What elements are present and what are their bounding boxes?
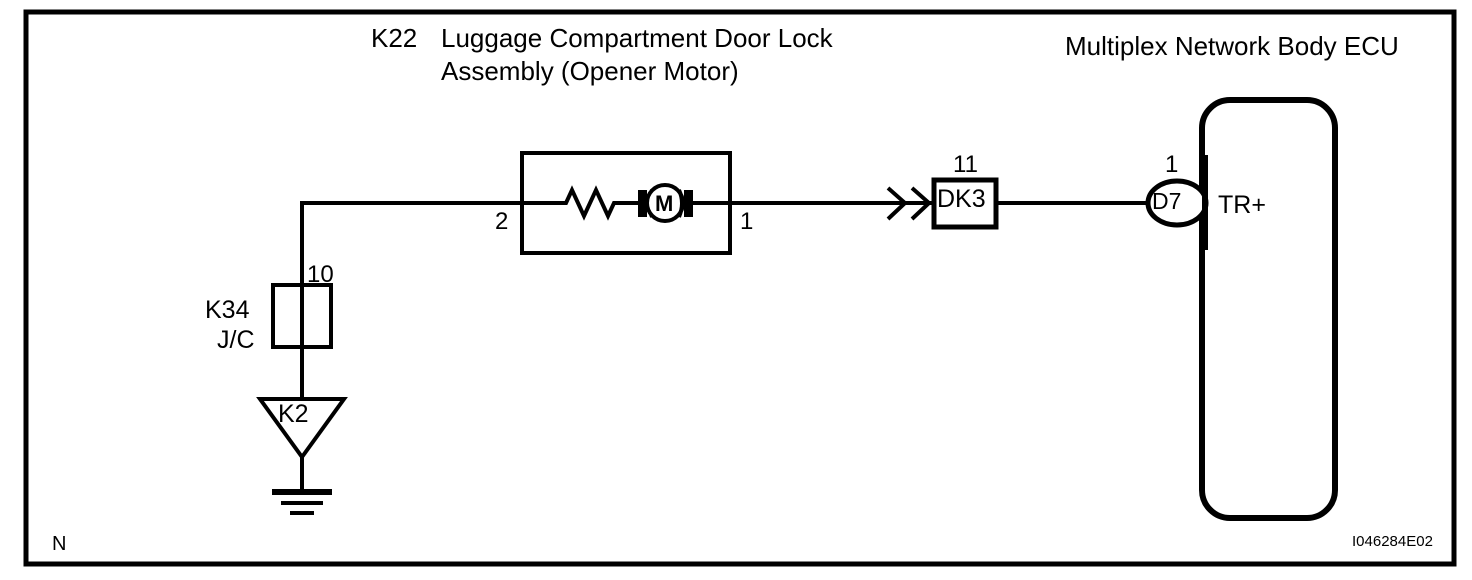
motor-brush-left: [638, 190, 647, 217]
left-component-name-line1: Luggage Compartment Door Lock: [441, 23, 833, 53]
motor-brush-right-curve: [677, 189, 684, 218]
motor-pin-right-number: 1: [740, 208, 754, 235]
dk3-pin-number: 11: [953, 151, 978, 178]
motor-brush-right: [684, 190, 693, 217]
motor-pin-left-number: 2: [495, 208, 509, 235]
diagram-outer-border: [23, 9, 1457, 567]
reference-code: I046284E02: [1352, 533, 1433, 550]
jc-component-type: J/C: [217, 326, 255, 354]
left-component-code: K22: [371, 23, 418, 53]
dk3-connector-label: DK3: [937, 185, 986, 213]
chevron-arrow-1: [886, 186, 908, 221]
jc-component-name: K34: [205, 296, 250, 324]
ground-code-label: K2: [278, 400, 309, 428]
ecu-terminal-name: TR+: [1218, 191, 1266, 219]
ground-code-triangle: [256, 397, 348, 461]
jc-pin-number: 10: [307, 261, 334, 288]
corner-letter: N: [52, 533, 67, 555]
d7-pin-number: 1: [1165, 151, 1179, 178]
motor-symbol-letter: M: [655, 191, 674, 216]
chevron-arrow-2: [910, 186, 932, 221]
d7-connector-label: D7: [1152, 188, 1182, 214]
right-component-name: Multiplex Network Body ECU: [1065, 31, 1399, 61]
left-component-name-line2: Assembly (Opener Motor): [441, 56, 739, 86]
resistor-symbol: [560, 185, 620, 221]
ecu-box: [1199, 97, 1338, 521]
